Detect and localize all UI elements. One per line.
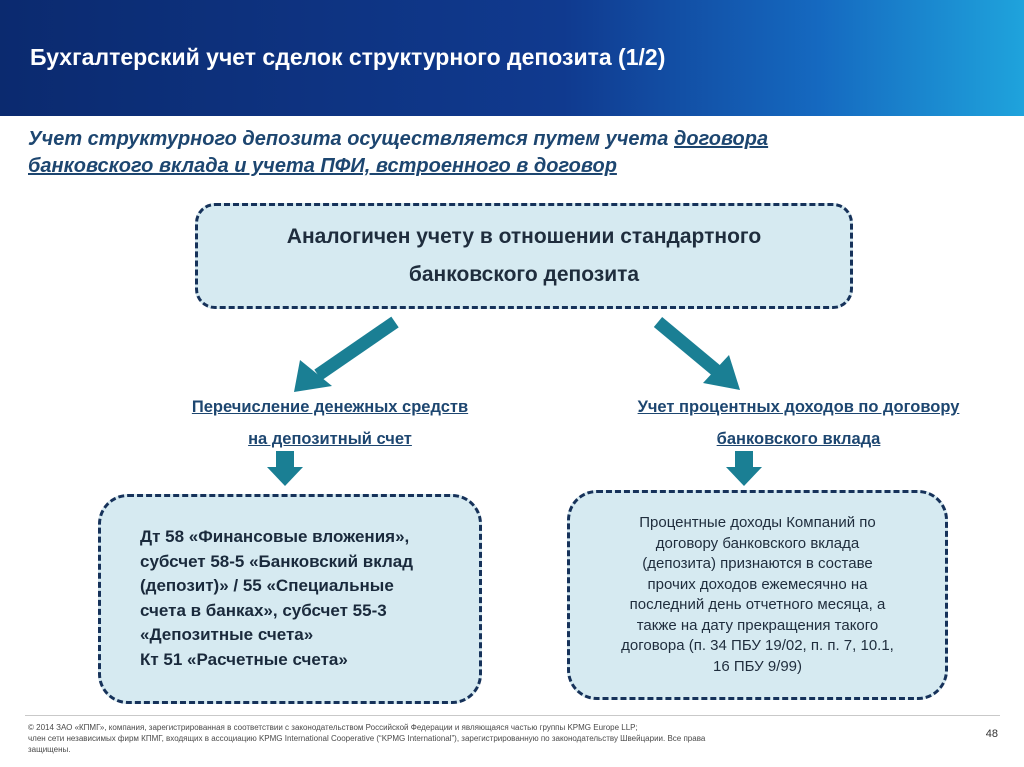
income-line: договора (п. 34 ПБУ 19/02, п. п. 7, 10.1…	[621, 637, 894, 654]
right-label-line: Учет процентных доходов по договору	[637, 398, 960, 416]
income-line: договору банковского вклада	[655, 534, 860, 552]
income-line: последний день отчетного месяца, а	[629, 596, 886, 613]
left-label-line: на депозитный счет	[248, 430, 412, 448]
top-box-line: банковского депозита	[408, 263, 640, 286]
slide-header: Бухгалтерский учет сделок структурного д…	[0, 0, 1024, 116]
footer-copyright: © 2014 ЗАО «КПМГ», компания, зарегистрир…	[28, 722, 778, 755]
footer-line: член сети независимых фирм КПМГ, входящи…	[28, 734, 706, 743]
arrow-down-left-icon	[294, 316, 399, 392]
entry-line: субсчет 58-5 «Банковский вклад	[140, 551, 413, 571]
accounting-entries-box: Дт 58 «Финансовые вложения», субсчет 58-…	[98, 494, 482, 704]
income-line: (депозита) признаются в составе	[642, 555, 873, 572]
entry-line: счета в банках», субсчет 55-3	[140, 600, 387, 620]
slide-title: Бухгалтерский учет сделок структурного д…	[30, 44, 666, 70]
subtitle-line-2: банковского вклада и учета ПФИ, встроенн…	[28, 153, 928, 180]
arrow-down-icon	[726, 451, 762, 486]
right-label-line: банковского вклада	[716, 430, 881, 448]
right-branch-label: Учет процентных доходов по договору банк…	[596, 391, 1001, 455]
page-number: 48	[985, 728, 998, 740]
entry-line: «Депозитные счета»	[140, 625, 314, 644]
left-branch-label: Перечисление денежных средств на депозит…	[140, 391, 520, 455]
arrow-down-icon	[267, 451, 303, 486]
footer-line: © 2014 ЗАО «КПМГ», компания, зарегистрир…	[28, 723, 638, 732]
footer-divider	[25, 715, 1000, 716]
subtitle-underlined-text: договора	[674, 128, 769, 150]
left-label-line: Перечисление денежных средств	[191, 398, 469, 416]
top-box-line: Аналогичен учету в отношении стандартног…	[286, 225, 762, 248]
income-line: прочих доходов ежемесячно на	[647, 575, 868, 593]
entry-line: Дт 58 «Финансовые вложения»,	[140, 527, 410, 546]
income-line: Процентные доходы Компаний по	[639, 514, 876, 531]
slide-subtitle: Учет структурного депозита осуществляетс…	[28, 126, 928, 180]
arrow-down-right-icon	[653, 317, 740, 390]
entry-line: Кт 51 «Расчетные счета»	[140, 649, 348, 669]
footer-line: защищены.	[28, 745, 71, 754]
subtitle-underlined-text: банковского вклада и учета ПФИ, встроенн…	[28, 155, 617, 177]
interest-income-box: Процентные доходы Компаний по договору б…	[567, 490, 948, 700]
entry-line: (депозит)» / 55 «Специальные	[140, 576, 394, 595]
income-line: 16 ПБУ 9/99)	[712, 657, 803, 675]
income-line: также на дату прекращения такого	[636, 616, 879, 634]
top-concept-box: Аналогичен учету в отношении стандартног…	[195, 203, 853, 309]
subtitle-line-1: Учет структурного депозита осуществляетс…	[28, 126, 928, 153]
subtitle-text: Учет структурного депозита осуществляетс…	[28, 128, 674, 150]
